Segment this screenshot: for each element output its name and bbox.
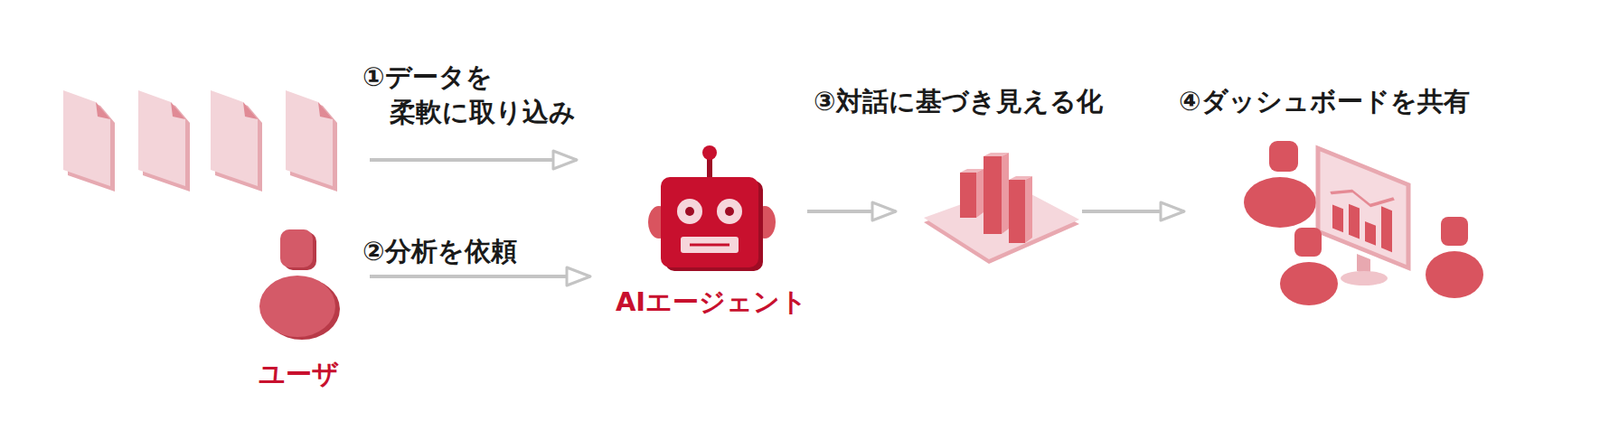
ai-agent-robot: AIエージェント xyxy=(599,142,824,319)
node-illustration xyxy=(1234,141,1486,307)
document-icon xyxy=(210,90,263,192)
node-illustration xyxy=(923,150,1080,271)
node-illustration xyxy=(646,142,778,276)
flow-arrow xyxy=(369,274,591,279)
document-icon xyxy=(63,90,115,192)
chart-step: ③対話に基づき見える化 xyxy=(813,84,1139,271)
node-label: ユーザ xyxy=(213,357,384,391)
dashboard-step: ④ダッシュボードを共有 xyxy=(1178,84,1523,307)
flow-arrow xyxy=(807,209,896,214)
document-icon xyxy=(285,90,338,192)
flow-arrow xyxy=(1082,209,1185,214)
import-arrow xyxy=(369,158,577,162)
user-figure: ユーザ xyxy=(213,229,384,391)
step-heading: ③対話に基づき見える化 xyxy=(813,84,1103,118)
step-heading: ④ダッシュボードを共有 xyxy=(1178,84,1470,118)
document-icon xyxy=(138,90,190,192)
node-illustration xyxy=(254,229,342,342)
edge-label: ②分析を依頼 xyxy=(362,235,518,268)
step-label: ①データを 柔軟に取り込み xyxy=(362,59,652,131)
node-label: AIエージェント xyxy=(599,285,824,319)
